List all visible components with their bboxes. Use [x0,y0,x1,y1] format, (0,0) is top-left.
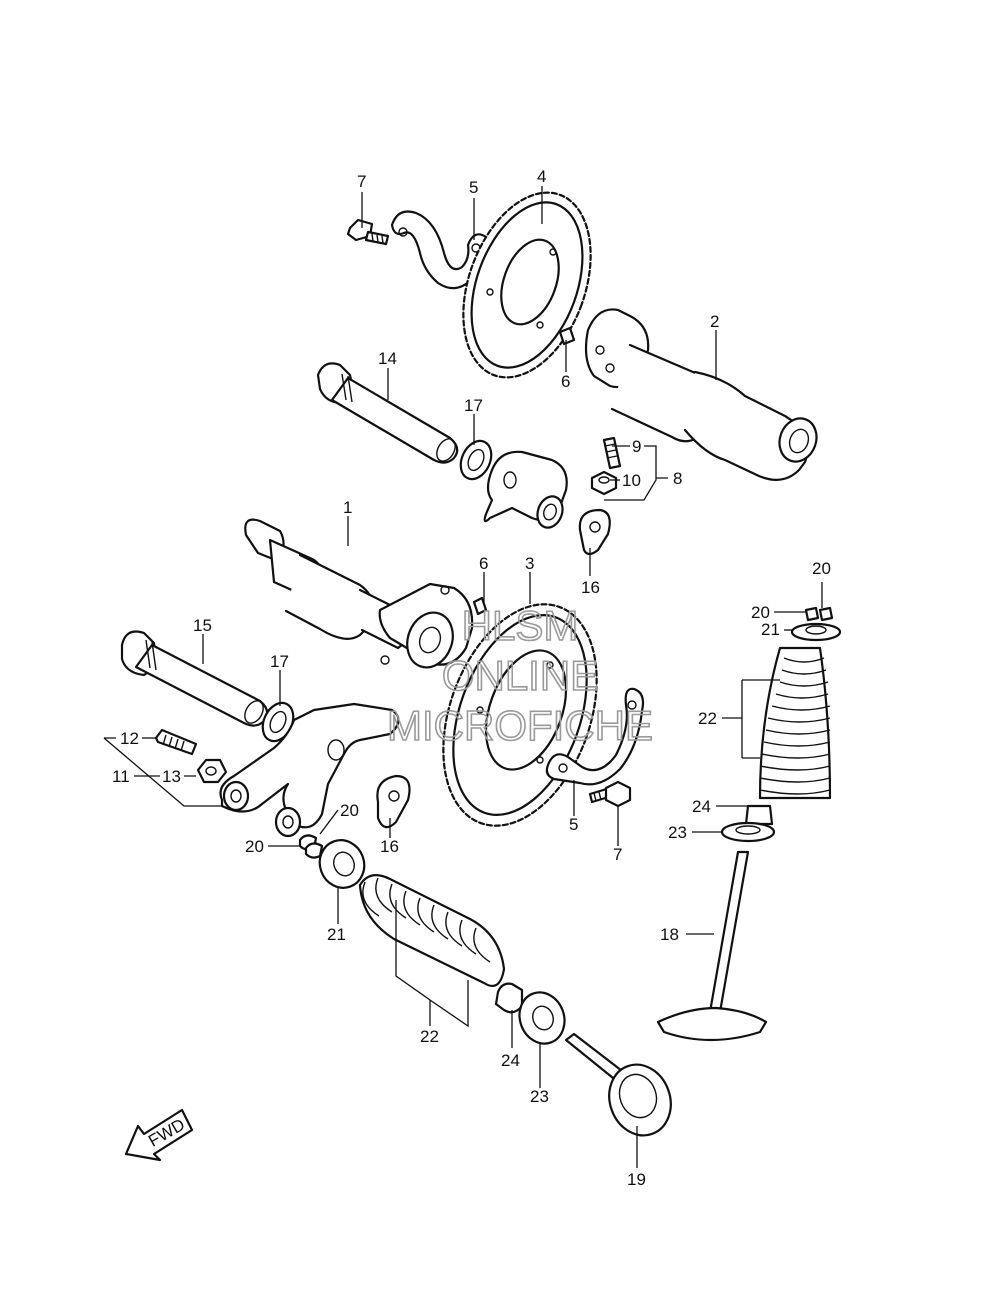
callout-20: 20 [245,837,264,856]
callout-20: 20 [751,603,770,622]
callout-5: 5 [469,178,478,197]
callout-19: 19 [627,1170,646,1189]
cotter-part-20-right[interactable] [804,606,834,622]
dowel-pin-part-6-top[interactable] [558,326,576,346]
valve-part-19[interactable] [564,1032,681,1144]
callout-16: 16 [581,578,600,597]
cotter-part-20-left[interactable] [298,834,324,859]
callout-23: 23 [668,823,687,842]
callout-5: 5 [569,815,578,834]
valve-part-18[interactable] [656,850,768,1042]
camshaft-part-1[interactable] [244,518,474,674]
adjust-screw-part-12[interactable] [154,728,198,756]
callout-8: 8 [673,469,682,488]
camshaft-part-2[interactable] [584,308,822,481]
callout-22: 22 [698,709,717,728]
callout-6: 6 [561,372,570,391]
rocker-shaft-part-15[interactable] [120,630,269,727]
callout-10: 10 [622,471,641,490]
leader-lines [103,186,823,1168]
callout-24: 24 [692,797,711,816]
callout-4: 4 [537,167,546,186]
callout-15: 15 [193,616,212,635]
callout-1: 1 [343,498,352,517]
callout-labels: 7 5 4 2 6 14 17 9 10 8 16 1 6 3 15 17 12… [112,167,831,1189]
adjust-screw-part-9[interactable] [602,436,622,470]
watermark-line-3: MICROFICHE [387,702,653,749]
callout-7: 7 [613,845,622,864]
spring-seat-part-23-left[interactable] [512,986,571,1050]
rocker-arm-part-8[interactable] [483,450,568,531]
callout-13: 13 [162,767,181,786]
callout-20: 20 [812,559,831,578]
rocker-shaft-part-14[interactable] [316,362,459,464]
callout-14: 14 [378,349,397,368]
valve-spring-part-22-left[interactable] [358,874,506,987]
callout-22: 22 [420,1027,439,1046]
plate-part-16-top[interactable] [578,508,611,556]
cam-sprocket-part-4[interactable] [440,175,615,395]
spring-seat-part-23-right[interactable] [720,821,776,843]
bolt-part-7-mid[interactable] [588,780,632,808]
watermark-line-2: ONLINE [442,652,598,699]
retainer-plate-part-5-mid[interactable] [545,687,645,786]
callout-7: 7 [357,172,366,191]
callout-17: 17 [270,652,289,671]
valve-seal-part-24-left[interactable] [494,982,524,1014]
callout-21: 21 [327,925,346,944]
callout-24: 24 [501,1051,520,1070]
callout-20: 20 [340,801,359,820]
callout-17: 17 [464,396,483,415]
callout-21: 21 [761,620,780,639]
rocker-arm-part-11[interactable] [219,702,400,838]
lock-nut-part-10[interactable] [590,470,618,496]
plate-part-16-mid[interactable] [376,774,411,829]
cam-sprocket-part-3[interactable] [415,583,625,847]
spring-retainer-part-21-left[interactable] [313,834,371,894]
dowel-pin-part-6-mid[interactable] [472,596,488,616]
fwd-direction-badge: FWD [124,1108,194,1162]
callout-6: 6 [479,554,488,573]
valve-seal-part-24-right[interactable] [744,804,774,826]
watermark-line-1: HLSM [462,602,579,649]
callout-12: 12 [120,729,139,748]
lock-nut-part-13[interactable] [196,758,228,784]
bolt-part-7-top[interactable] [346,218,390,246]
callout-23: 23 [530,1087,549,1106]
spring-retainer-part-21-right[interactable] [790,622,842,642]
callout-11: 11 [112,767,130,786]
callout-3: 3 [525,554,534,573]
callout-18: 18 [660,925,679,944]
callout-9: 9 [632,437,641,456]
callout-2: 2 [710,312,719,331]
washer-part-17-top[interactable] [455,436,497,484]
valve-spring-part-22-right[interactable] [758,646,832,800]
callout-16: 16 [380,837,399,856]
